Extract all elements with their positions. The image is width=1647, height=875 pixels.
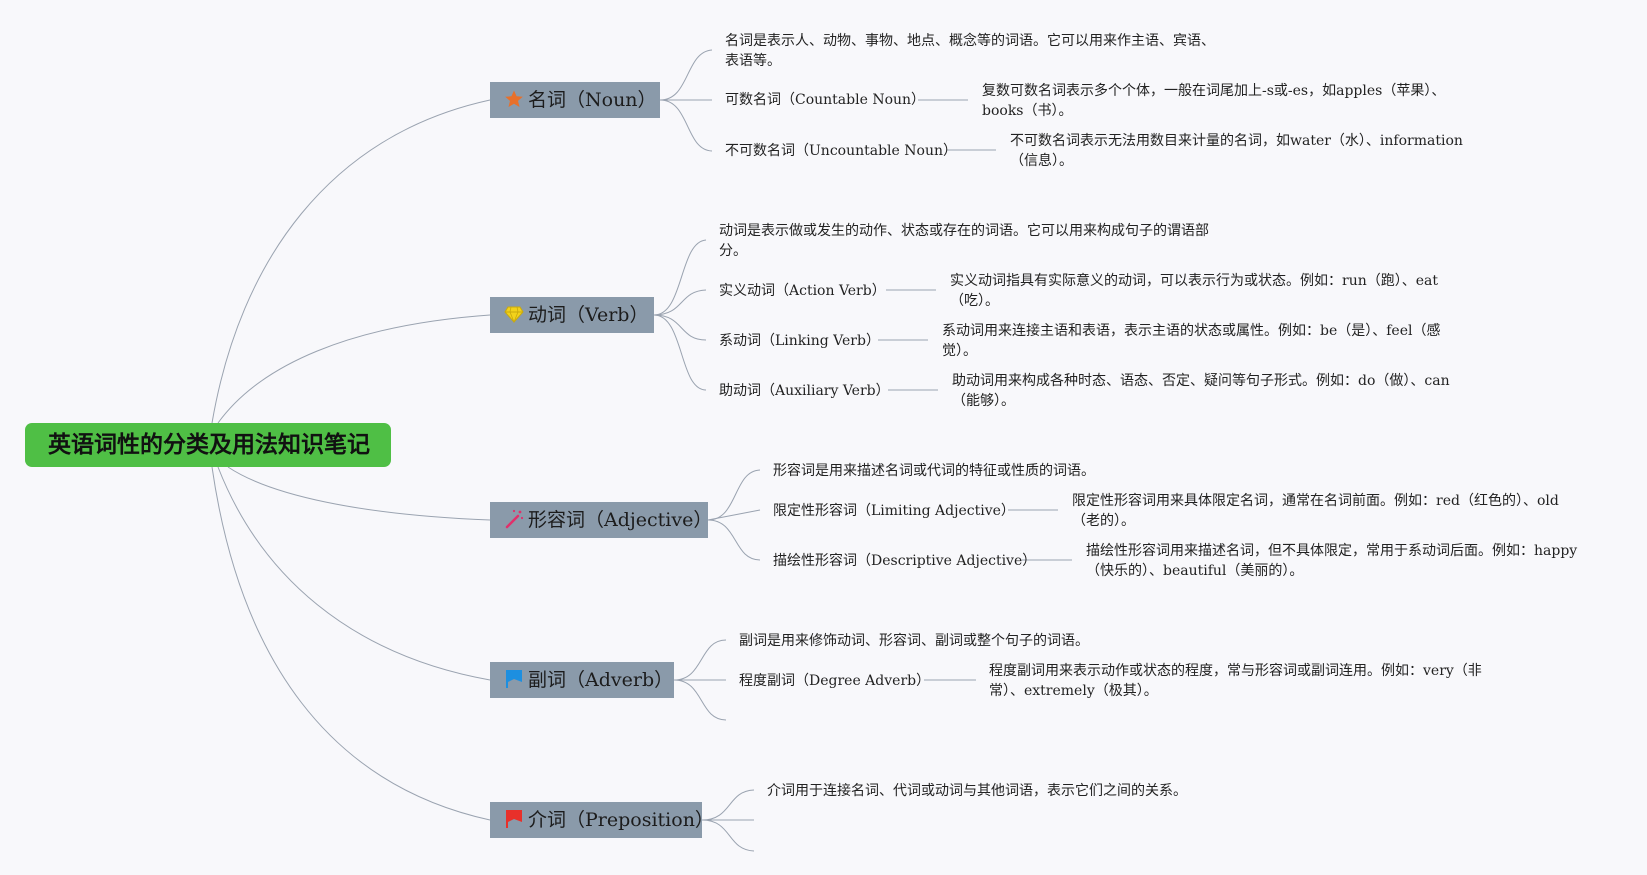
noun-description: 名词是表示人、动物、事物、地点、概念等的词语。它可以用来作主语、宾语、表语等。 — [725, 33, 1215, 69]
subtopic-uncountable-noun[interactable]: 不可数名词（Uncountable Noun） — [725, 143, 957, 159]
branch-label: 名词（Noun） — [528, 89, 657, 111]
subtopic-auxiliary-verb[interactable]: 助动词（Auxiliary Verb） — [719, 383, 890, 399]
subtopic-action-verb[interactable]: 实义动词（Action Verb） — [719, 283, 886, 299]
detail-uncountable-noun: 不可数名词表示无法用数目来计量的名词，如water（水）、information… — [1010, 133, 1463, 169]
detail-auxiliary-verb: 助动词用来构成各种时态、语态、否定、疑问等句子形式。例如：do（做）、can（能… — [952, 373, 1450, 409]
adjective-description: 形容词是用来描述名词或代词的特征或性质的词语。 — [773, 463, 1095, 479]
diamond-icon — [504, 304, 524, 324]
branch-noun[interactable]: 名词（Noun） — [490, 82, 660, 118]
magic-wand-icon — [504, 509, 524, 529]
branch-adverb[interactable]: 副词（Adverb） — [490, 662, 674, 698]
subtopic-descriptive-adjective[interactable]: 描绘性形容词（Descriptive Adjective） — [773, 553, 1037, 569]
branch-label: 动词（Verb） — [528, 304, 649, 326]
branch-adjective[interactable]: 形容词（Adjective） — [490, 502, 712, 538]
verb-description: 动词是表示做或发生的动作、状态或存在的词语。它可以用来构成句子的谓语部分。 — [719, 223, 1209, 259]
subtopic-degree-adverb[interactable]: 程度副词（Degree Adverb） — [739, 673, 931, 689]
detail-action-verb: 实义动词指具有实际意义的动词，可以表示行为或状态。例如：run（跑）、eat（吃… — [950, 273, 1438, 309]
subtopic-linking-verb[interactable]: 系动词（Linking Verb） — [719, 333, 880, 349]
root-topic[interactable]: 英语词性的分类及用法知识笔记 — [25, 423, 391, 467]
star-icon — [504, 89, 524, 109]
subtopic-countable-noun[interactable]: 可数名词（Countable Noun） — [725, 92, 926, 108]
branch-label: 介词（Preposition） — [528, 809, 714, 831]
blue-flag-icon — [504, 669, 524, 689]
adverb-description: 副词是用来修饰动词、形容词、副词或整个句子的词语。 — [739, 633, 1089, 649]
detail-limiting-adjective: 限定性形容词用来具体限定名词，通常在名词前面。例如：red（红色的）、old（老… — [1072, 493, 1559, 529]
detail-descriptive-adjective: 描绘性形容词用来描述名词，但不具体限定，常用于系动词后面。例如：happy（快乐… — [1086, 543, 1578, 579]
subtopic-limiting-adjective[interactable]: 限定性形容词（Limiting Adjective） — [773, 503, 1015, 519]
preposition-description: 介词用于连接名词、代词或动词与其他词语，表示它们之间的关系。 — [767, 783, 1187, 799]
detail-linking-verb: 系动词用来连接主语和表语，表示主语的状态或属性。例如：be（是）、feel（感觉… — [942, 323, 1441, 359]
branch-verb[interactable]: 动词（Verb） — [490, 297, 654, 333]
detail-degree-adverb: 程度副词用来表示动作或状态的程度，常与形容词或副词连用。例如：very（非常）、… — [989, 663, 1482, 699]
red-flag-icon — [504, 809, 524, 829]
branch-label: 副词（Adverb） — [528, 669, 674, 691]
branch-preposition[interactable]: 介词（Preposition） — [490, 802, 714, 838]
branch-label: 形容词（Adjective） — [528, 509, 713, 531]
detail-countable-noun: 复数可数名词表示多个个体，一般在词尾加上-s或-es，如apples（苹果）、b… — [982, 83, 1446, 119]
